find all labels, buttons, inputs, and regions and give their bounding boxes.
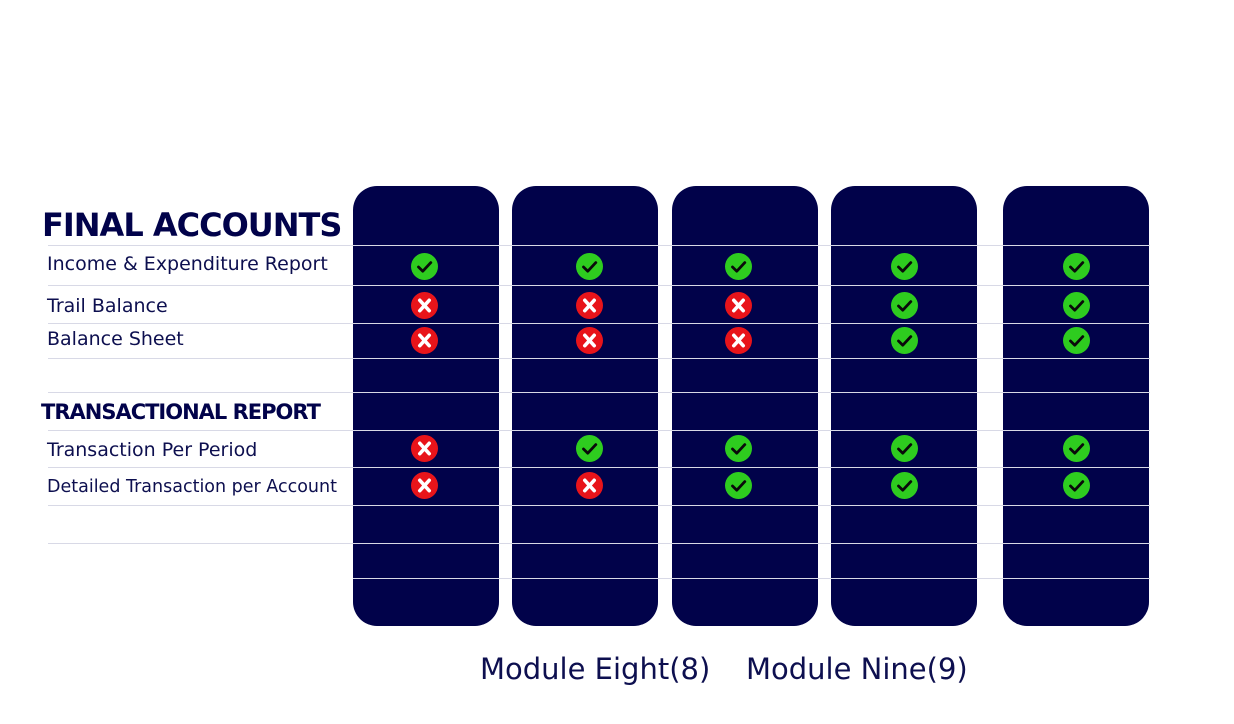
section-title-final-accounts: FINAL ACCOUNTS [42, 206, 342, 244]
row-label-balance-sheet: Balance Sheet [47, 328, 184, 350]
section-title-transactional-report: TRANSACTIONAL REPORT [41, 400, 321, 424]
check-circle-icon [890, 434, 918, 462]
cross-circle-icon [410, 471, 438, 499]
row-divider [48, 467, 1150, 468]
row-divider [48, 392, 1150, 393]
row-divider [48, 505, 1150, 506]
row-divider [48, 323, 1150, 324]
cross-circle-icon [724, 291, 752, 319]
check-circle-icon [1062, 434, 1090, 462]
row-divider [48, 358, 1150, 359]
row-label-transaction-per-period: Transaction Per Period [47, 439, 258, 461]
row-divider [48, 285, 1150, 286]
check-circle-icon [724, 471, 752, 499]
cross-circle-icon [724, 326, 752, 354]
row-label-detailed-transaction: Detailed Transaction per Account [47, 477, 337, 497]
check-circle-icon [724, 434, 752, 462]
check-circle-icon [890, 291, 918, 319]
check-circle-icon [890, 252, 918, 280]
row-divider [48, 245, 1150, 246]
module-nine-label: Module Nine(9) [746, 652, 968, 686]
row-label-income-expenditure: Income & Expenditure Report [47, 253, 328, 275]
check-circle-icon [1062, 471, 1090, 499]
cross-circle-icon [575, 471, 603, 499]
row-divider [48, 543, 1150, 544]
cross-circle-icon [575, 291, 603, 319]
check-circle-icon [890, 471, 918, 499]
check-circle-icon [1062, 291, 1090, 319]
cross-circle-icon [575, 326, 603, 354]
cross-circle-icon [410, 291, 438, 319]
check-circle-icon [575, 252, 603, 280]
row-divider [48, 430, 1150, 431]
check-circle-icon [410, 252, 438, 280]
check-circle-icon [1062, 326, 1090, 354]
cross-circle-icon [410, 326, 438, 354]
row-divider [353, 578, 1150, 579]
check-circle-icon [724, 252, 752, 280]
row-label-trail-balance: Trail Balance [47, 295, 168, 317]
cross-circle-icon [410, 434, 438, 462]
check-circle-icon [575, 434, 603, 462]
check-circle-icon [1062, 252, 1090, 280]
module-eight-label: Module Eight(8) [480, 652, 711, 686]
check-circle-icon [890, 326, 918, 354]
